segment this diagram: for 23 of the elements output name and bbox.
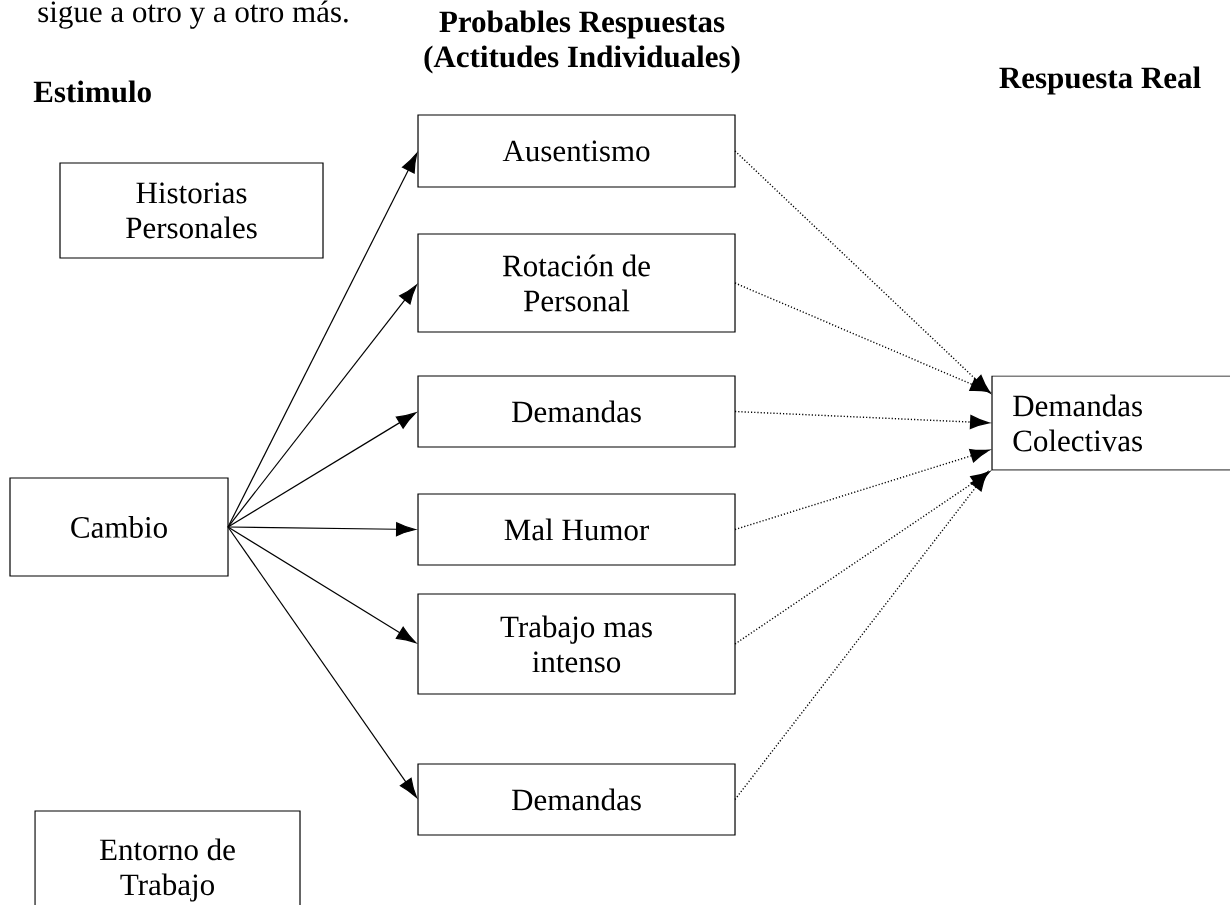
arrow	[734, 410, 990, 430]
text-box: Demandas	[417, 763, 736, 836]
text-box: Demandas	[417, 375, 736, 448]
arrow	[227, 412, 417, 528]
text-box: Demandas Colectivas	[991, 375, 1230, 471]
text-box: Trabajo mas intenso	[417, 593, 736, 695]
text-box: Ausentismo	[417, 114, 736, 188]
heading: Estimulo	[33, 80, 151, 103]
text-box: Entorno de Trabajo	[34, 810, 301, 905]
arrow	[227, 526, 417, 644]
text-box: Cambio	[9, 477, 229, 577]
arrow	[227, 522, 416, 537]
arrow	[227, 526, 418, 798]
arrow	[734, 471, 988, 801]
arrow	[734, 282, 990, 393]
arrow	[734, 448, 990, 531]
heading: Respuesta Real	[999, 66, 1201, 95]
heading: Probables Respuestas (Actitudes Individuales)	[424, 10, 740, 74]
text-box: Rotación de Personal	[417, 233, 736, 333]
caption-text: sigue a otro y a otro más.	[38, 0, 348, 29]
arrow	[227, 284, 417, 528]
text-box: Historias Personales	[59, 162, 324, 259]
text-box: Mal Humor	[417, 493, 736, 566]
